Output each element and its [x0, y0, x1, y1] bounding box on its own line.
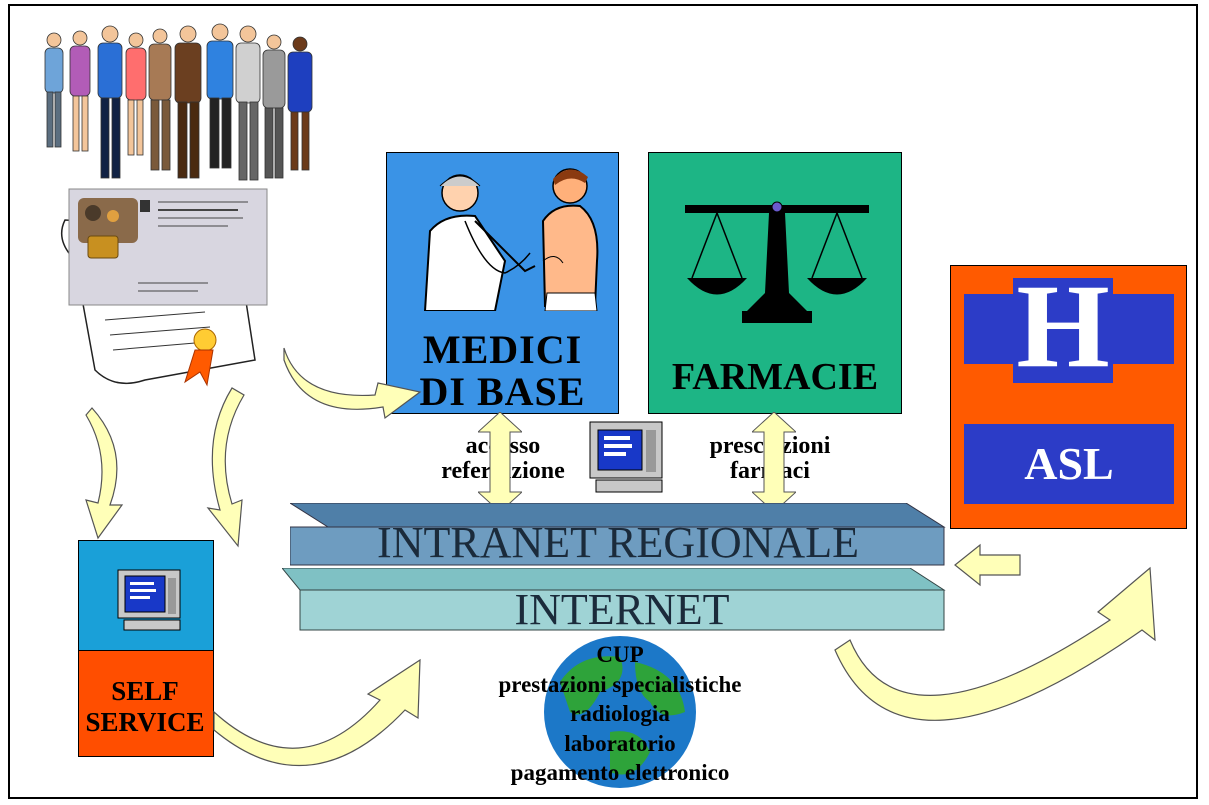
intranet-bar-shape	[290, 503, 946, 567]
farmacie-box[interactable]: FARMACIE	[648, 152, 902, 414]
service-radiologia: radiologia	[570, 701, 670, 726]
service-pagamento: pagamento elettronico	[510, 760, 730, 785]
service-cup: CUP	[596, 642, 644, 667]
scales-icon	[677, 193, 877, 333]
service-laboratorio: laboratorio	[564, 730, 676, 756]
computer-icon	[116, 568, 186, 638]
asl-box[interactable]: H ASL	[950, 265, 1187, 529]
doctor-patient-icon	[405, 161, 605, 311]
self-service-line2: SERVICE	[85, 707, 205, 738]
medici-di-base-box[interactable]: MEDICI DI BASE	[386, 152, 619, 414]
computer-icon	[588, 420, 670, 498]
double-arrow-icon	[752, 412, 796, 512]
self-service-kiosk[interactable]: SELF SERVICE	[78, 540, 214, 757]
globe-icon	[540, 632, 700, 792]
intranet-label: INTRANET REGIONALE	[377, 518, 859, 567]
hospital-h-square	[1013, 278, 1113, 383]
people-group-icon	[38, 22, 318, 192]
service-prestazioni: prestazioni specialistiche	[498, 671, 742, 697]
double-arrow-icon	[478, 412, 522, 512]
health-card-icon	[68, 188, 268, 306]
hospital-h-icon: H	[1016, 259, 1110, 392]
internet-bar-shape	[282, 568, 946, 632]
farmacie-label: FARMACIE	[671, 356, 879, 398]
medici-label-line2: DI BASE	[419, 369, 586, 414]
asl-label: ASL	[964, 424, 1174, 504]
internet-label: INTERNET	[514, 585, 730, 634]
medici-label-line1: MEDICI	[422, 327, 583, 372]
self-service-line1: SELF	[111, 676, 179, 706]
